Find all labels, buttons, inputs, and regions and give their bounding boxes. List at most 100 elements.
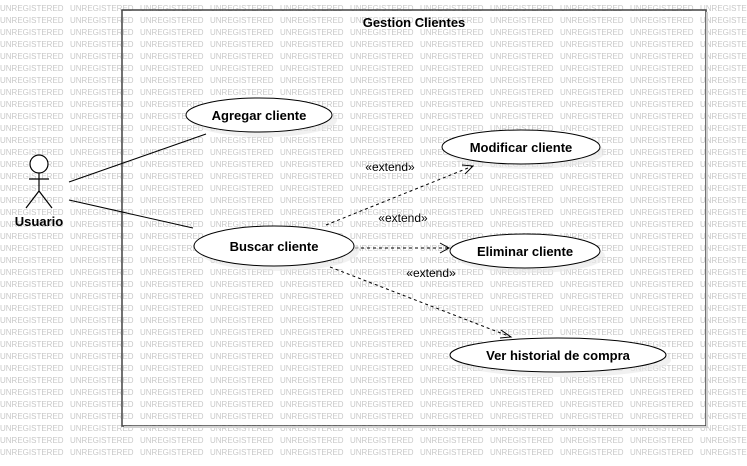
- use-case-ver-historial[interactable]: Ver historial de compra: [449, 337, 671, 377]
- watermark-text: UNREGISTERED: [0, 316, 64, 325]
- extend-eliminar[interactable]: «extend»: [355, 211, 451, 254]
- watermark-text: UNREGISTERED: [490, 220, 554, 229]
- watermark-text: UNREGISTERED: [350, 88, 414, 97]
- association-agregar[interactable]: [68, 133, 207, 183]
- watermark-text: UNREGISTERED: [70, 52, 134, 61]
- watermark-text: UNREGISTERED: [0, 4, 64, 13]
- use-case-modificar-cliente[interactable]: Modificar cliente: [441, 129, 605, 169]
- use-case-buscar-cliente[interactable]: Buscar cliente: [193, 225, 359, 271]
- watermark-text: UNREGISTERED: [700, 424, 747, 433]
- watermark-text: UNREGISTERED: [210, 160, 274, 169]
- watermark-text: UNREGISTERED: [700, 100, 747, 109]
- watermark-text: UNREGISTERED: [560, 280, 624, 289]
- extend-historial[interactable]: «extend»: [329, 266, 513, 339]
- watermark-text: UNREGISTERED: [490, 376, 554, 385]
- watermark-text: UNREGISTERED: [280, 304, 344, 313]
- watermark-text: UNREGISTERED: [420, 172, 484, 181]
- watermark-text: UNREGISTERED: [140, 292, 204, 301]
- watermark-text: UNREGISTERED: [700, 184, 747, 193]
- watermark-text: UNREGISTERED: [140, 100, 204, 109]
- watermark-text: UNREGISTERED: [280, 268, 344, 277]
- watermark-text: UNREGISTERED: [0, 64, 64, 73]
- watermark-text: UNREGISTERED: [700, 88, 747, 97]
- actor-usuario[interactable]: Usuario: [15, 154, 63, 229]
- watermark-text: UNREGISTERED: [140, 232, 204, 241]
- extend-modificar[interactable]: «extend»: [325, 160, 475, 226]
- watermark-text: UNREGISTERED: [350, 340, 414, 349]
- watermark-text: UNREGISTERED: [70, 196, 134, 205]
- watermark-text: UNREGISTERED: [350, 388, 414, 397]
- watermark-text: UNREGISTERED: [350, 112, 414, 121]
- watermark-text: UNREGISTERED: [350, 196, 414, 205]
- watermark-text: UNREGISTERED: [490, 280, 554, 289]
- watermark-text: UNREGISTERED: [210, 388, 274, 397]
- watermark-text: UNREGISTERED: [490, 208, 554, 217]
- watermark-text: UNREGISTERED: [630, 244, 694, 253]
- watermark-text: UNREGISTERED: [140, 424, 204, 433]
- watermark-text: UNREGISTERED: [420, 448, 484, 457]
- watermark-text: UNREGISTERED: [0, 232, 64, 241]
- watermark-text: UNREGISTERED: [630, 52, 694, 61]
- watermark-text: UNREGISTERED: [140, 112, 204, 121]
- watermark-text: UNREGISTERED: [490, 316, 554, 325]
- watermark-text: UNREGISTERED: [700, 40, 747, 49]
- watermark-text: UNREGISTERED: [70, 76, 134, 85]
- watermark-text: UNREGISTERED: [350, 52, 414, 61]
- watermark-text: UNREGISTERED: [490, 436, 554, 445]
- watermark-text: UNREGISTERED: [210, 448, 274, 457]
- watermark-text: UNREGISTERED: [210, 40, 274, 49]
- watermark-text: UNREGISTERED: [630, 4, 694, 13]
- watermark-text: UNREGISTERED: [350, 292, 414, 301]
- watermark-text: UNREGISTERED: [70, 424, 134, 433]
- watermark-text: UNREGISTERED: [560, 316, 624, 325]
- watermark-text: UNREGISTERED: [70, 280, 134, 289]
- watermark-text: UNREGISTERED: [350, 268, 414, 277]
- watermark-text: UNREGISTERED: [630, 136, 694, 145]
- watermark-text: UNREGISTERED: [560, 100, 624, 109]
- arrowhead-modificar: [461, 164, 475, 175]
- watermark-text: UNREGISTERED: [490, 172, 554, 181]
- watermark-text: UNREGISTERED: [0, 244, 64, 253]
- use-case-eliminar-cliente[interactable]: Eliminar cliente: [449, 233, 605, 273]
- watermark-text: UNREGISTERED: [420, 28, 484, 37]
- watermark-text: UNREGISTERED: [0, 220, 64, 229]
- use-case-agregar-cliente[interactable]: Agregar cliente: [185, 97, 337, 137]
- watermark-text: UNREGISTERED: [70, 412, 134, 421]
- watermark-text: UNREGISTERED: [630, 292, 694, 301]
- watermark-text: UNREGISTERED: [420, 16, 484, 25]
- watermark-text: UNREGISTERED: [350, 172, 414, 181]
- watermark-text: UNREGISTERED: [280, 364, 344, 373]
- watermark-text: UNREGISTERED: [140, 196, 204, 205]
- watermark-text: UNREGISTERED: [420, 388, 484, 397]
- watermark-text: UNREGISTERED: [630, 40, 694, 49]
- watermark-text: UNREGISTERED: [280, 28, 344, 37]
- watermark-text: UNREGISTERED: [0, 364, 64, 373]
- watermark-text: UNREGISTERED: [280, 448, 344, 457]
- watermark-text: UNREGISTERED: [700, 340, 747, 349]
- extend-label-historial: «extend»: [406, 266, 456, 280]
- actor-head: [29, 154, 49, 174]
- watermark-text: UNREGISTERED: [490, 292, 554, 301]
- watermark-text: UNREGISTERED: [630, 388, 694, 397]
- watermark-text: UNREGISTERED: [0, 376, 64, 385]
- use-case-label-historial: Ver historial de compra: [486, 348, 631, 363]
- actor-right-leg: [38, 190, 53, 209]
- watermark-text: UNREGISTERED: [630, 256, 694, 265]
- watermark-text: UNREGISTERED: [70, 316, 134, 325]
- watermark-text: UNREGISTERED: [280, 52, 344, 61]
- watermark-text: UNREGISTERED: [560, 448, 624, 457]
- watermark-text: UNREGISTERED: [70, 16, 134, 25]
- watermark-text: UNREGISTERED: [700, 400, 747, 409]
- watermark-text: UNREGISTERED: [560, 160, 624, 169]
- watermark-text: UNREGISTERED: [0, 40, 64, 49]
- arrowhead-historial: [499, 329, 513, 339]
- watermark-text: UNREGISTERED: [630, 64, 694, 73]
- association-buscar[interactable]: [68, 199, 194, 229]
- watermark-text: UNREGISTERED: [560, 328, 624, 337]
- watermark-text: UNREGISTERED: [700, 412, 747, 421]
- watermark-text: UNREGISTERED: [350, 352, 414, 361]
- watermark-text: UNREGISTERED: [70, 100, 134, 109]
- watermark-text: UNREGISTERED: [140, 4, 204, 13]
- watermark-text: UNREGISTERED: [490, 124, 554, 133]
- watermark-text: UNREGISTERED: [210, 208, 274, 217]
